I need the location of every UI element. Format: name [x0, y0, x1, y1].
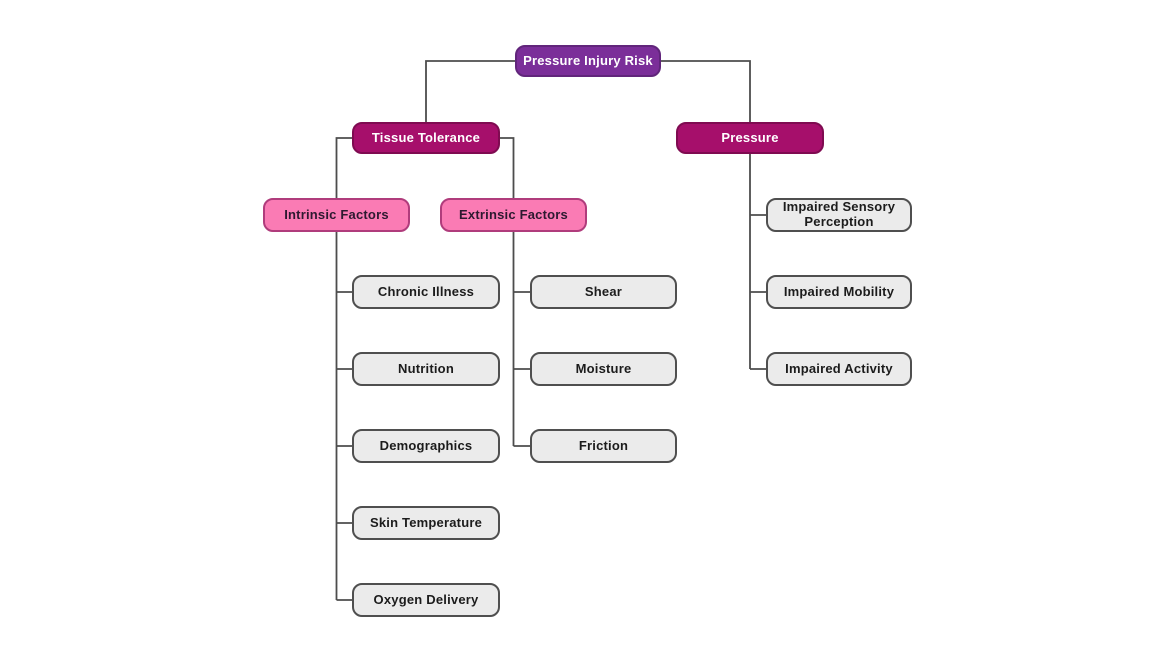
node-impaired-activity: Impaired Activity: [766, 352, 912, 386]
node-demographics: Demographics: [352, 429, 500, 463]
edge-extrinsic-children: [512, 232, 530, 447]
edge-root-tissue-tolerance: [425, 60, 515, 122]
node-tissue-tolerance: Tissue Tolerance: [352, 122, 500, 154]
node-impaired-mobility: Impaired Mobility: [766, 275, 912, 309]
node-extrinsic-factors: Extrinsic Factors: [440, 198, 587, 232]
edge-intrinsic-children: [335, 232, 352, 601]
node-nutrition: Nutrition: [352, 352, 500, 386]
node-impaired-sensory-perception: Impaired Sensory Perception: [766, 198, 912, 232]
edge-pressure-children: [749, 154, 766, 370]
node-shear: Shear: [530, 275, 677, 309]
node-intrinsic-factors: Intrinsic Factors: [263, 198, 410, 232]
node-friction: Friction: [530, 429, 677, 463]
node-moisture: Moisture: [530, 352, 677, 386]
node-skin-temperature: Skin Temperature: [352, 506, 500, 540]
node-oxygen-delivery: Oxygen Delivery: [352, 583, 500, 617]
edge-root-pressure: [661, 60, 751, 122]
node-pressure-injury-risk: Pressure Injury Risk: [515, 45, 661, 77]
node-chronic-illness: Chronic Illness: [352, 275, 500, 309]
edge-tissue-intrinsic: [335, 137, 352, 198]
node-pressure: Pressure: [676, 122, 824, 154]
edge-tissue-extrinsic: [500, 137, 515, 198]
